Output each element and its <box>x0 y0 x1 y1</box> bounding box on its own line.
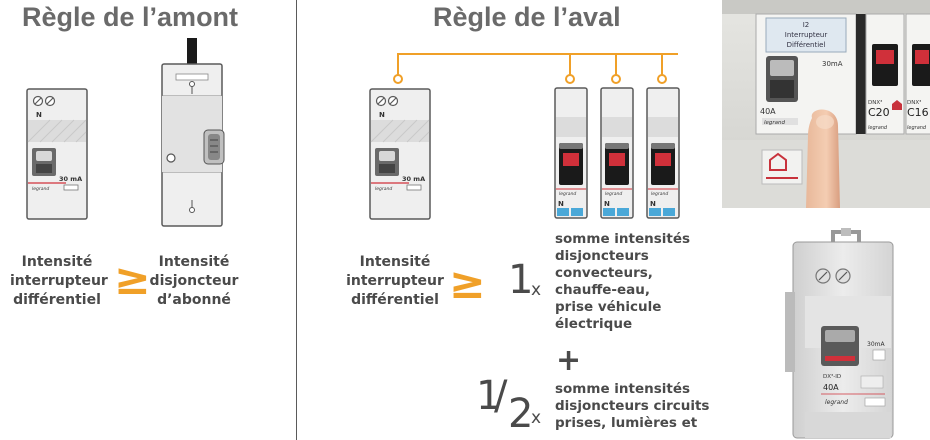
panel-switch-amps: 40A <box>760 107 776 116</box>
device-photo: 30mA DX³-ID 40A legrand <box>785 228 894 439</box>
plus-sign: + <box>556 343 582 378</box>
breaker-c20-brand: legrand <box>868 125 888 131</box>
panel-label-line3: Différentiel <box>787 41 826 49</box>
breaker-c16-model: DNX³ <box>907 99 921 106</box>
panel-label-line2: Interrupteur <box>785 31 828 39</box>
left-switch-rating: 30 mA <box>59 175 82 183</box>
breaker-2-brand: legrand <box>605 191 622 197</box>
term2-slash: / <box>494 373 508 419</box>
right-differential-switch-icon: N 30 mA legrand <box>369 88 431 220</box>
breaker-1-brand: legrand <box>559 191 576 197</box>
right-greater-equal: ≥ <box>449 258 486 309</box>
subscriber-breaker-icon <box>161 38 225 227</box>
breaker-c20-model: DNX³ <box>868 99 882 106</box>
device-rating: 30mA <box>867 341 885 348</box>
left-switch-terminal: N <box>36 111 42 119</box>
breaker-1-terminal: N <box>558 200 564 208</box>
left-greater-equal: ≥ <box>114 254 151 305</box>
left-differential-switch-icon: N 30 mA legrand <box>26 88 88 220</box>
breaker-c20-rating: C20 <box>868 106 890 119</box>
panel-label-line1: I2 <box>803 21 810 29</box>
breaker-2-terminal: N <box>604 200 610 208</box>
right-title: Règle de l’aval <box>433 2 621 32</box>
left-switch-brand: legrand <box>32 186 49 192</box>
breaker-3-brand: legrand <box>651 191 668 197</box>
term2-multiply: x <box>531 408 542 428</box>
term1-coefficient: 1 <box>508 257 534 303</box>
left-title: Règle de l’amont <box>22 2 239 32</box>
breaker-c16-brand: legrand <box>907 125 927 131</box>
term2-denominator: 2 <box>508 391 534 437</box>
right-switch-rating: 30 mA <box>402 175 425 183</box>
downstream-breaker-3-icon: legrand N <box>646 87 680 219</box>
right-switch-brand: legrand <box>375 186 392 192</box>
downstream-breaker-1-icon: legrand N <box>554 87 588 219</box>
device-model: DX³-ID <box>823 373 841 380</box>
right-switch-terminal: N <box>379 111 385 119</box>
downstream-breaker-2-icon: legrand N <box>600 87 634 219</box>
device-amps: 40A <box>823 383 839 392</box>
device-brand: legrand <box>825 399 848 406</box>
warning-house-icon <box>769 152 787 171</box>
term2-numerator: 1 <box>476 373 502 419</box>
panel-photo: I2 Interrupteur Différentiel 30mA 40A le… <box>722 0 930 208</box>
distribution-wire-icon <box>393 53 678 84</box>
house-icon-1 <box>892 100 902 110</box>
breaker-c16-rating: C16 <box>907 106 929 119</box>
panel-switch-brand: legrand <box>764 120 786 126</box>
panel-switch-rating: 30mA <box>822 60 843 68</box>
section-divider <box>296 0 297 440</box>
term1-multiply: x <box>531 280 542 300</box>
breaker-3-terminal: N <box>650 200 656 208</box>
